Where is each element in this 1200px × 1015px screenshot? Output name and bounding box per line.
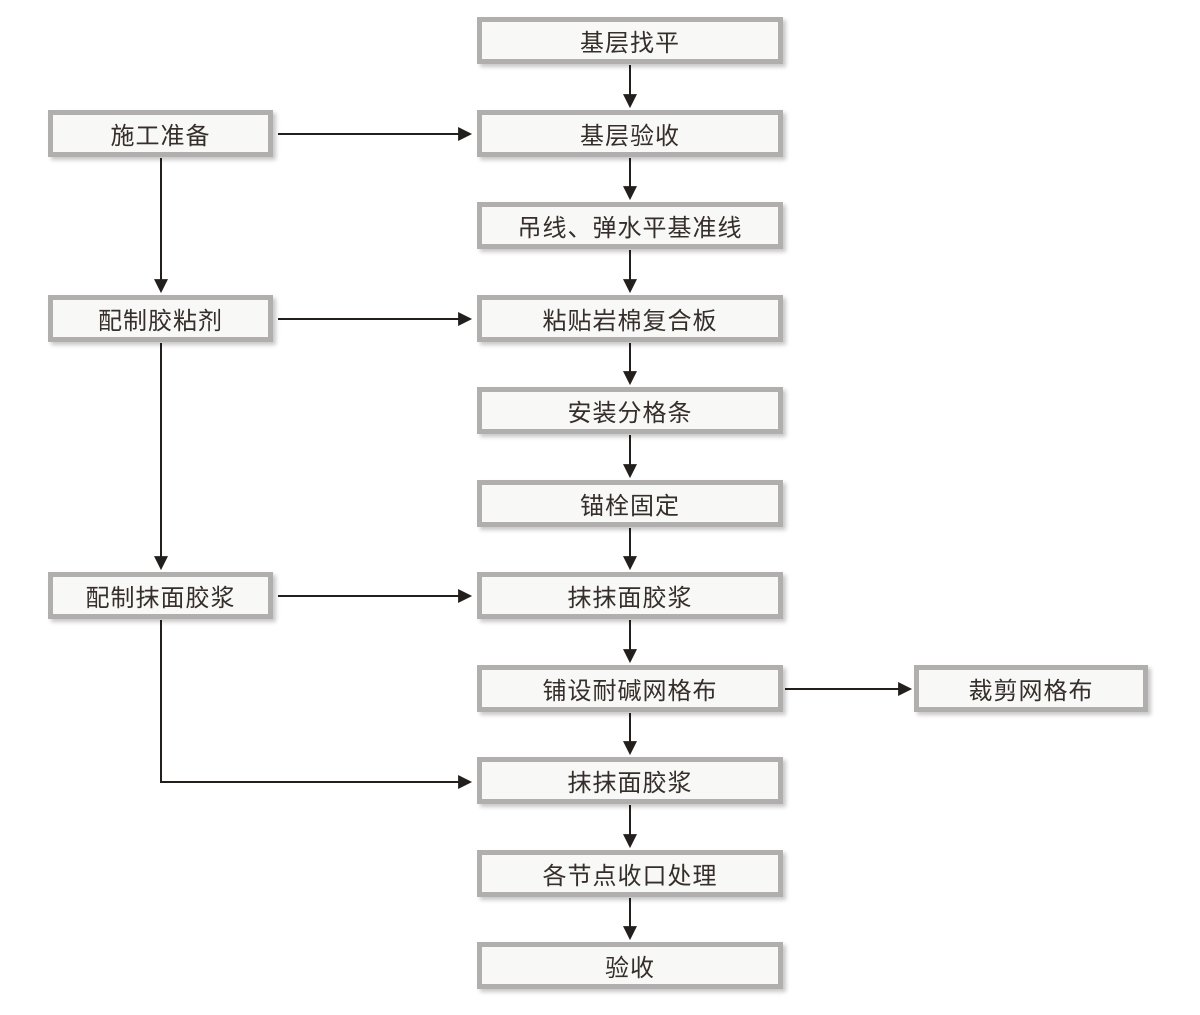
node-label: 基层找平 — [580, 30, 680, 57]
node-label: 配制抹面胶浆 — [85, 585, 236, 612]
node-label: 验收 — [605, 955, 655, 982]
node-label: 铺设耐碱网格布 — [542, 678, 718, 705]
node-cut-mesh-cloth: 裁剪网格布 — [914, 665, 1148, 712]
node-install-divider-strips: 安装分格条 — [477, 387, 783, 434]
node-label: 抹抹面胶浆 — [567, 770, 693, 797]
node-paste-rockwool-panel: 粘贴岩棉复合板 — [477, 295, 783, 342]
node-label: 锚栓固定 — [580, 493, 680, 520]
edge-mortar-to-second-coat — [160, 620, 473, 789]
node-prepare-finish-mortar: 配制抹面胶浆 — [48, 572, 273, 619]
node-label: 基层验收 — [580, 123, 680, 150]
node-label: 施工准备 — [110, 123, 211, 150]
node-apply-finish-mortar-1: 抹抹面胶浆 — [477, 572, 783, 619]
node-label: 安装分格条 — [567, 400, 693, 427]
node-label: 粘贴岩棉复合板 — [542, 308, 718, 335]
node-lay-alkali-mesh-cloth: 铺设耐碱网格布 — [477, 665, 783, 712]
node-base-acceptance: 基层验收 — [477, 110, 783, 157]
node-hang-line-datum: 吊线、弹水平基准线 — [477, 202, 783, 249]
node-prepare-adhesive: 配制胶粘剂 — [48, 295, 273, 342]
node-label: 各节点收口处理 — [542, 863, 718, 890]
node-label: 吊线、弹水平基准线 — [517, 215, 743, 242]
node-label: 抹抹面胶浆 — [567, 585, 693, 612]
node-joint-closing-treatment: 各节点收口处理 — [477, 850, 783, 897]
node-base-leveling: 基层找平 — [477, 17, 783, 64]
node-final-acceptance: 验收 — [477, 942, 783, 989]
node-label: 裁剪网格布 — [968, 678, 1094, 705]
node-anchor-fixing: 锚栓固定 — [477, 480, 783, 527]
node-construction-preparation: 施工准备 — [48, 110, 273, 157]
node-apply-finish-mortar-2: 抹抹面胶浆 — [477, 757, 783, 804]
node-label: 配制胶粘剂 — [98, 308, 223, 335]
